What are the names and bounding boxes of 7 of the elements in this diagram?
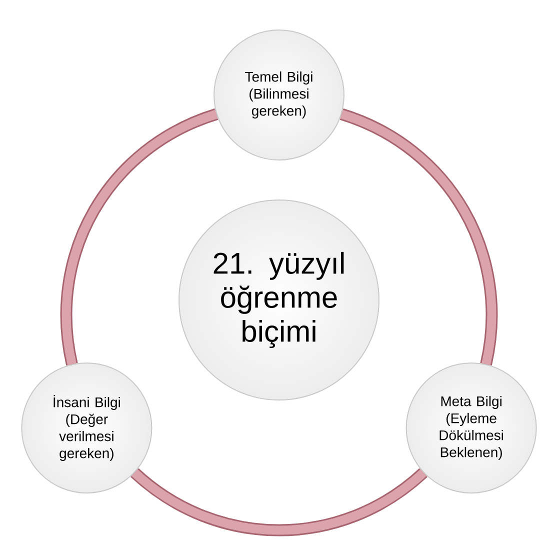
circle-node: Temel Bilgi (Bilinmesi gereken) [214,30,344,160]
circle-node: 21. yüzyıl öğrenme biçimi [178,200,380,400]
circle-node: İnsani Bilgi (Değer verilmesi gereken) [21,362,152,494]
circle-node: Meta Bilgi (Eyleme Dökülmesi Beklenen) [406,362,537,494]
ring-arc [130,468,428,536]
ring-arc [340,108,498,366]
ring-arc [60,108,218,366]
